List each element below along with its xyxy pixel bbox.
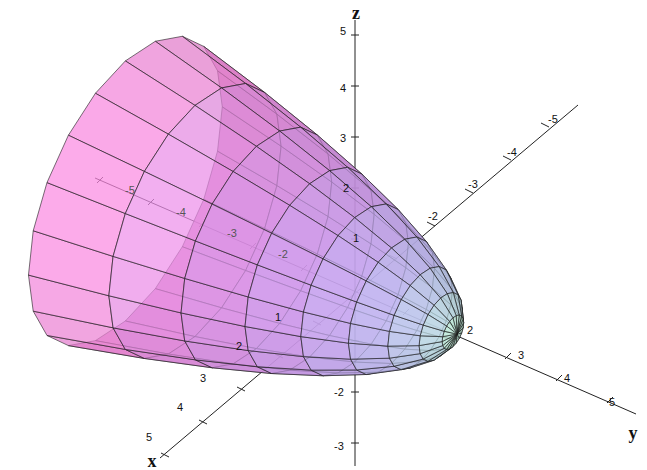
- tick-mark: [351, 35, 359, 36]
- tick-label: -2: [278, 249, 288, 260]
- tick-label: 5: [340, 26, 346, 37]
- surface-patch: [388, 346, 420, 359]
- tick-label: 4: [340, 83, 346, 94]
- tick-label: -3: [334, 441, 344, 452]
- tick-label: 4: [564, 373, 570, 384]
- surface-patch: [257, 233, 323, 285]
- tick-mark: [351, 137, 359, 138]
- tick-label: -5: [548, 114, 558, 125]
- tick-mark: [351, 392, 359, 393]
- surface-patch: [357, 281, 402, 315]
- tick-mark: [505, 353, 511, 359]
- tick-label: -3: [468, 179, 478, 190]
- tick-label: 5: [609, 397, 615, 408]
- surface-patch: [351, 358, 394, 370]
- tick-label: -2: [334, 387, 344, 398]
- tick-label: 1: [275, 312, 281, 323]
- surface-patch: [125, 171, 212, 241]
- tick-mark: [427, 222, 435, 226]
- tick-label: 2: [343, 183, 349, 194]
- tick-mark: [161, 453, 169, 457]
- tick-label: 5: [146, 432, 152, 443]
- tick-label: 2: [467, 325, 473, 336]
- surface-patch: [195, 204, 271, 265]
- tick-label: 2: [236, 341, 242, 352]
- tick-label: 3: [340, 133, 346, 144]
- tick-label: 1: [353, 233, 359, 244]
- surface-patch: [311, 259, 366, 302]
- tick-label: 4: [177, 402, 183, 413]
- tick-mark: [465, 189, 473, 193]
- tick-label: -4: [507, 147, 517, 158]
- axis-name: x: [148, 452, 157, 470]
- tick-label: 3: [518, 350, 524, 361]
- tick-mark: [541, 123, 549, 127]
- y-axis-line: [95, 178, 636, 414]
- tick-label: -2: [428, 211, 438, 222]
- surface-patch: [47, 135, 144, 213]
- tick-mark: [351, 443, 359, 444]
- axis-name: y: [629, 424, 638, 442]
- surface-patch: [419, 336, 443, 346]
- tick-mark: [237, 387, 245, 391]
- surface-patch: [457, 315, 462, 334]
- tick-mark: [199, 420, 207, 424]
- tick-label: -3: [227, 228, 237, 239]
- tick-label: -5: [125, 185, 135, 196]
- tick-label: -4: [176, 207, 186, 218]
- tick-mark: [351, 86, 359, 87]
- tick-mark: [556, 375, 562, 381]
- x-axis-line: [160, 105, 578, 458]
- axis-name: z: [352, 4, 360, 22]
- tick-label: 3: [200, 373, 206, 384]
